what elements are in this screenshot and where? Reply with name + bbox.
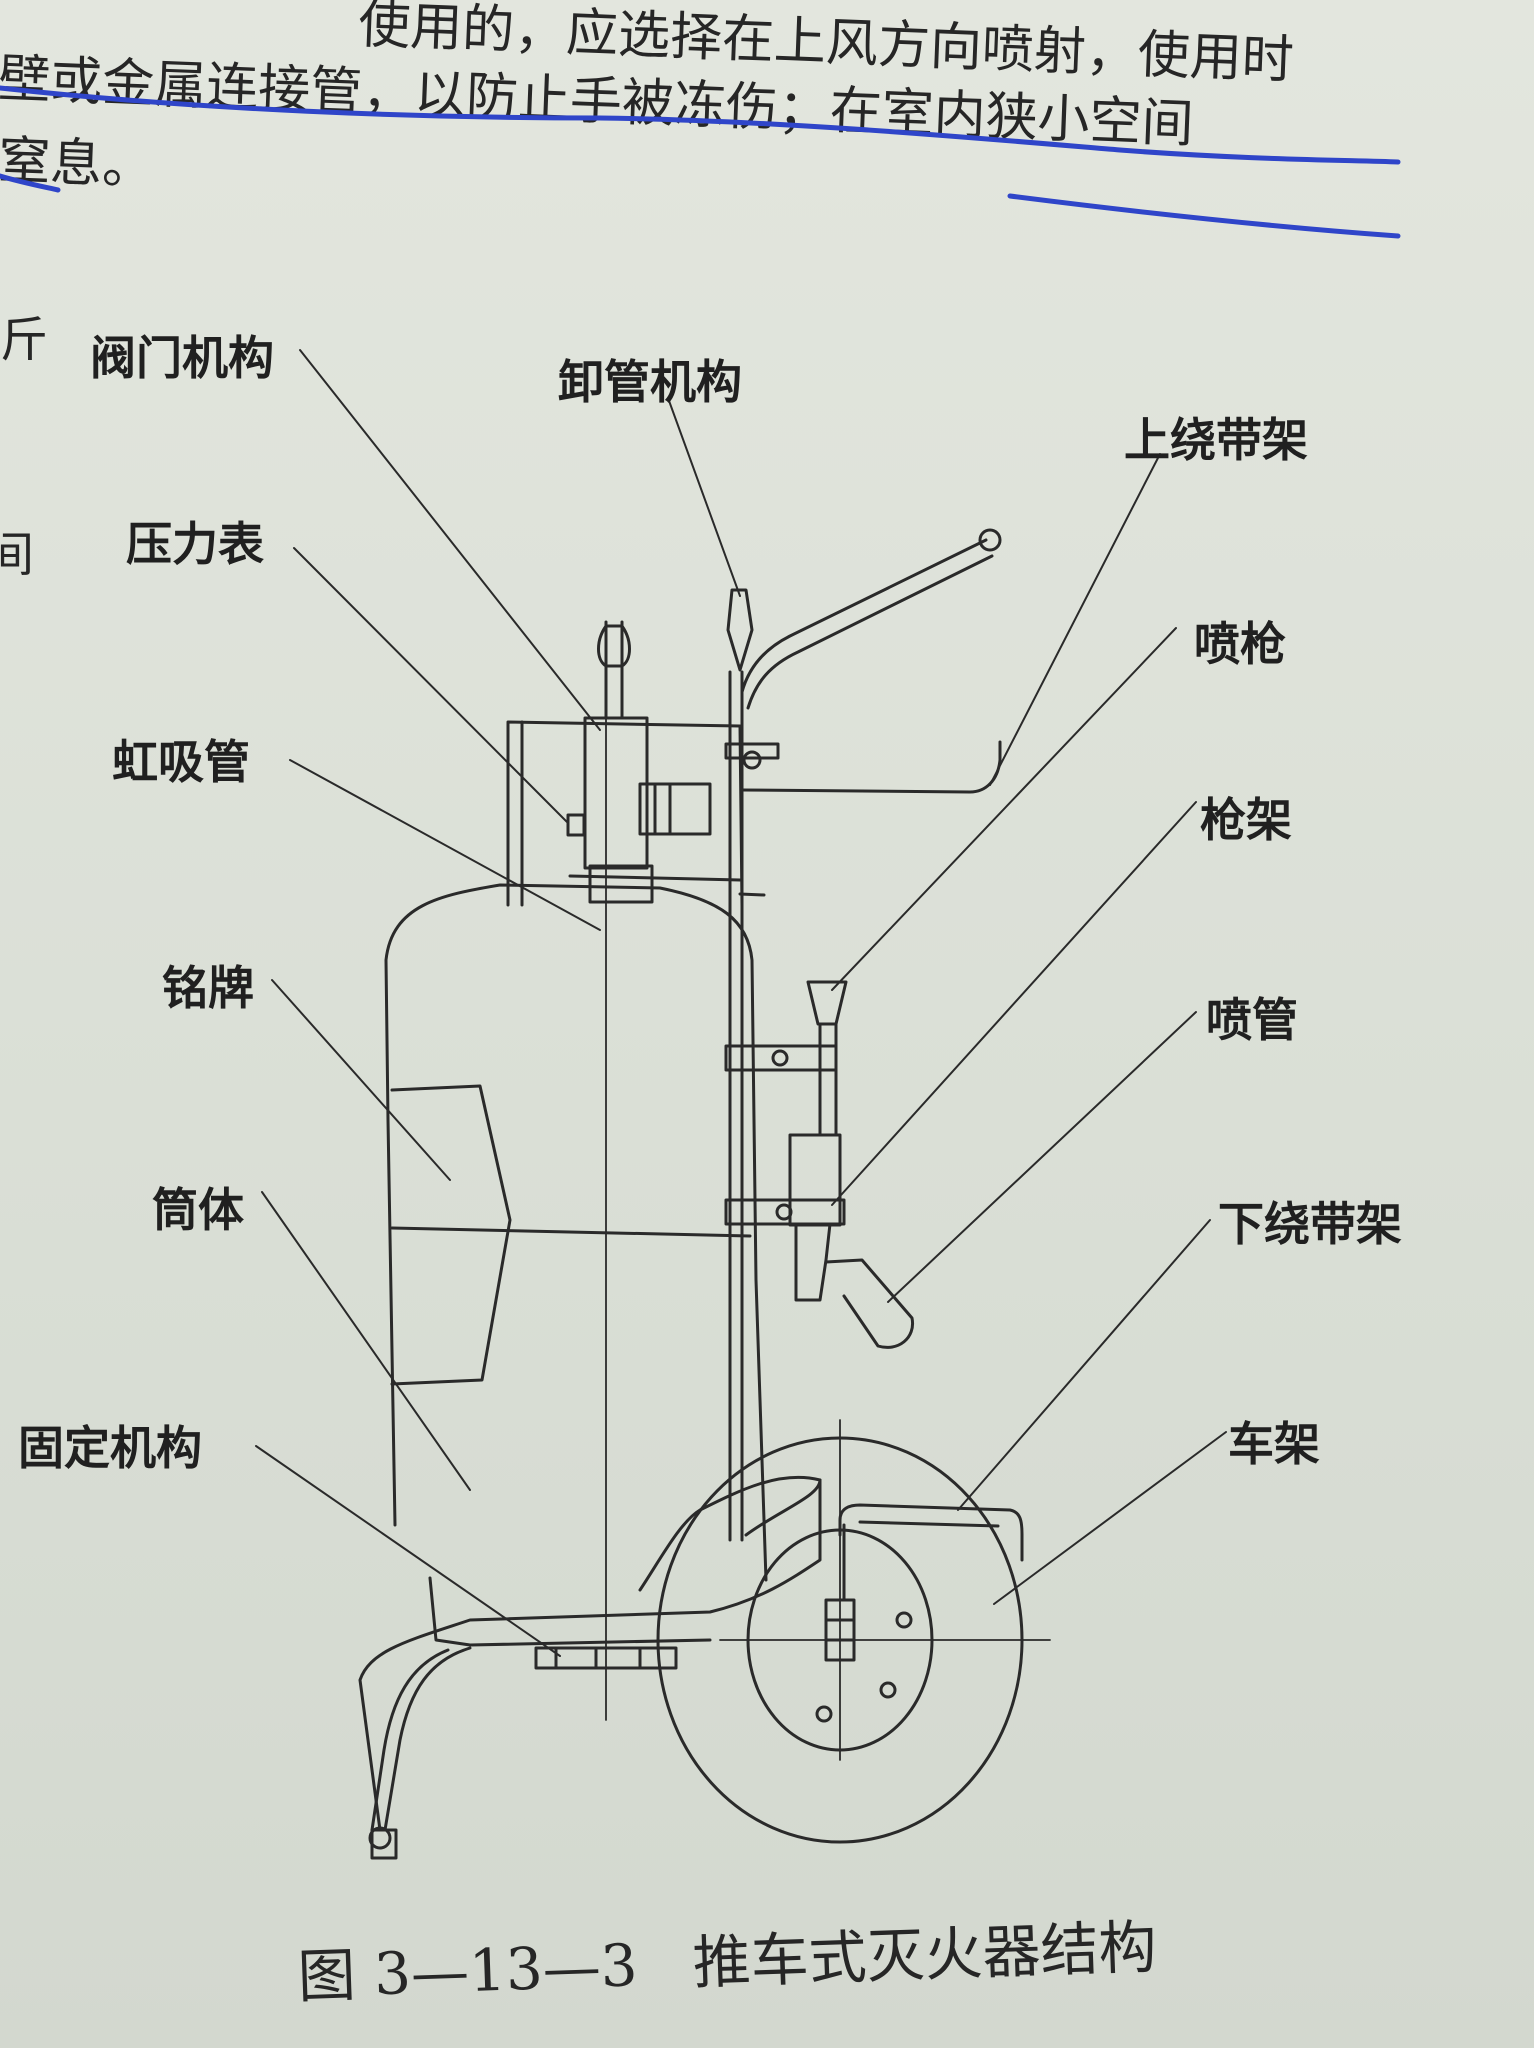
label-frame: 车架 <box>1228 1417 1320 1471</box>
cylinder-bottom <box>428 1576 712 1647</box>
pen-underline-1 <box>0 85 1401 165</box>
label-spray-gun: 喷枪 <box>1194 617 1286 671</box>
label-pressure-gauge: 压力表 <box>126 517 264 571</box>
pen-underline-3 <box>1007 193 1401 239</box>
label-cylinder: 筒体 <box>152 1183 244 1237</box>
nameplate-shape <box>390 1084 512 1386</box>
label-siphon-tube: 虹吸管 <box>112 735 250 789</box>
pressure-gauge <box>638 782 712 836</box>
lower-hose-rack <box>838 1503 1024 1562</box>
valve-body <box>583 716 649 870</box>
label-nameplate: 铭牌 <box>162 961 254 1015</box>
nozzle-tip <box>824 1258 915 1349</box>
label-unload-pipe: 卸管机构 <box>558 355 742 409</box>
label-valve: 阀门机构 <box>90 331 274 385</box>
cylinder-seam <box>390 1226 752 1238</box>
margin-char-2: 间 <box>0 527 35 583</box>
spray-gun-funnel <box>806 980 848 1026</box>
unload-handle <box>726 588 754 672</box>
label-gun-holder: 枪架 <box>1200 793 1292 847</box>
label-upper-hose-rack: 上绕带架 <box>1124 413 1308 467</box>
pen-underline-marks <box>0 85 1401 239</box>
cylinder-outline <box>384 883 768 1582</box>
rear-leg <box>370 1646 472 1832</box>
cart-frame <box>358 1478 822 1832</box>
label-fixing: 固定机构 <box>18 1421 202 1475</box>
pen-underline-2 <box>0 173 61 193</box>
margin-char-1: 斤 <box>0 312 49 368</box>
upper-handle <box>740 538 988 694</box>
fixing-clamp <box>534 1646 678 1670</box>
gun-holder-lower <box>724 1198 846 1226</box>
label-lower-hose-rack: 下绕带架 <box>1218 1197 1402 1251</box>
wheel-axle <box>824 1598 856 1662</box>
valve-handle <box>597 624 631 668</box>
leader-lines <box>255 349 1227 1657</box>
upper-hose-rack <box>740 740 1002 794</box>
label-nozzle-hose: 喷管 <box>1206 993 1298 1047</box>
